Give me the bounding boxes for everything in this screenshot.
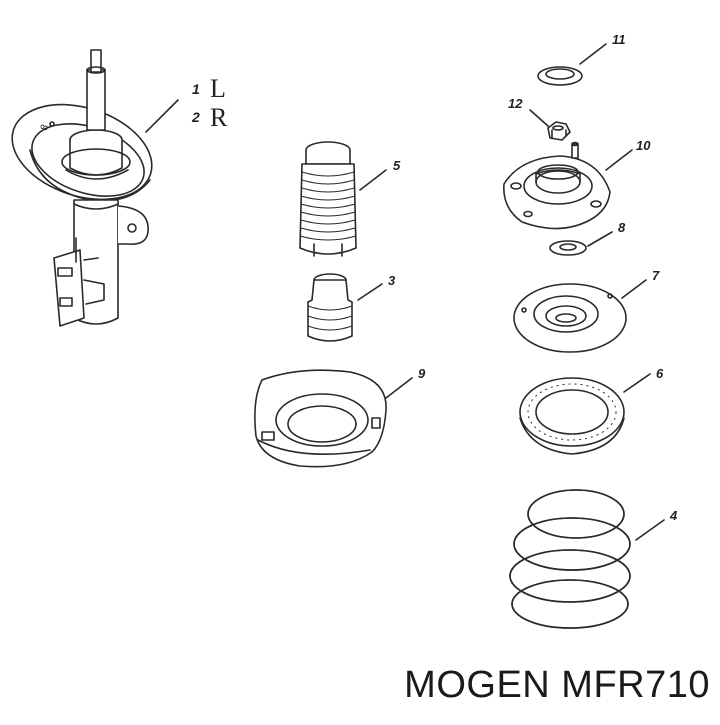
leader-3: [357, 283, 383, 301]
callout-9: 9: [418, 366, 426, 381]
leader-7: [621, 279, 647, 299]
callout-10: 10: [636, 138, 651, 153]
callout-labels: 5 3 9 11 12 10 8 7 6 4: [388, 32, 678, 523]
part-11-washer: [537, 66, 583, 86]
callout-11: 11: [612, 32, 626, 47]
leader-11: [579, 43, 607, 65]
callout-6: 6: [656, 366, 664, 381]
part-7-bearing-plate: [513, 283, 627, 353]
part-3-bump-stop: [307, 273, 353, 342]
part-9-spring-seat: [254, 369, 387, 468]
part-4-coil-spring: [509, 489, 631, 629]
leader-5: [359, 169, 387, 191]
legend-letter-r: R: [210, 103, 228, 132]
legend-number-2: 2: [191, 109, 200, 125]
strut-assembly: 8: [11, 49, 153, 327]
part-8-washer: [549, 240, 587, 256]
leader-strut: [145, 99, 179, 133]
leader-12: [529, 109, 549, 127]
leader-4: [635, 519, 665, 541]
part-10-top-mount: [503, 141, 611, 230]
part-6-thrust-bearing: [519, 377, 625, 455]
callout-7: 7: [652, 268, 660, 283]
part-5-dust-boot: [299, 141, 357, 257]
callout-4: 4: [669, 508, 678, 523]
strut-stamp: 8: [39, 123, 51, 132]
callout-8: 8: [618, 220, 626, 235]
leader-10: [605, 149, 633, 171]
product-caption: MOGEN MFR710: [404, 664, 710, 706]
leader-9: [385, 377, 413, 399]
part-12-nut: [547, 121, 571, 141]
lr-legend: 1 L 2 R: [191, 74, 228, 132]
callout-3: 3: [388, 273, 396, 288]
legend-letter-l: L: [210, 74, 226, 103]
callout-5: 5: [393, 158, 401, 173]
callout-12: 12: [508, 96, 523, 111]
leader-8: [587, 231, 613, 247]
leader-6: [623, 373, 651, 393]
legend-number-1: 1: [192, 81, 200, 97]
